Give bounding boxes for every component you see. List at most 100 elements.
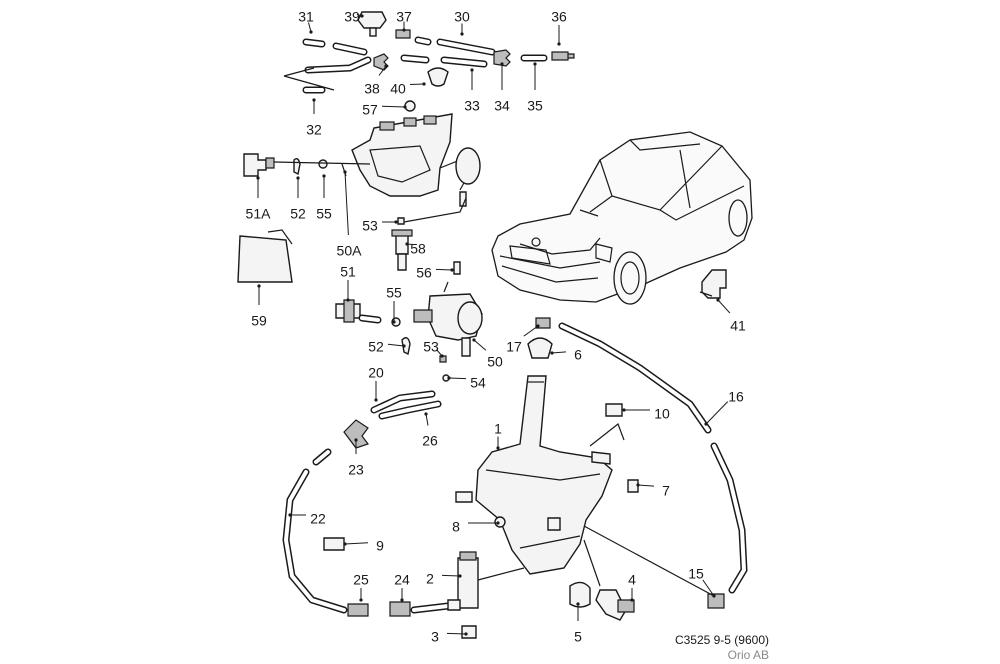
callout-51A: 51A <box>246 176 272 222</box>
callout-leader <box>409 83 425 85</box>
callout-number: 23 <box>348 462 364 478</box>
headlamp-bracket <box>351 113 481 223</box>
callout-number: 50A <box>337 243 363 259</box>
callout-15: 15 <box>688 566 716 598</box>
callout-arrow-point <box>464 632 468 636</box>
callout-number: 7 <box>662 483 670 499</box>
callout-number: 35 <box>527 98 543 114</box>
washer-reservoir <box>455 375 625 575</box>
callout-arrow-point <box>716 298 720 302</box>
callout-leader <box>523 325 539 337</box>
callout-number: 26 <box>422 433 438 449</box>
callout-number: 20 <box>368 365 384 381</box>
callout-number: 52 <box>368 339 384 355</box>
callout-36: 36 <box>551 9 567 46</box>
callout-leader <box>702 579 715 597</box>
callout-number: 10 <box>654 406 670 422</box>
callout-number: 51A <box>246 206 272 222</box>
callout-arrow-point <box>536 324 540 328</box>
callout-55a: 55 <box>316 174 332 222</box>
callout-number: 55 <box>386 285 402 301</box>
callout-30: 30 <box>454 9 470 36</box>
callout-8: 8 <box>452 519 500 535</box>
nut-10 <box>605 403 623 417</box>
callout-arrow-point <box>636 483 640 487</box>
callout-arrow-point <box>500 62 504 66</box>
callout-32: 32 <box>306 98 322 138</box>
callout-55b: 55 <box>386 285 402 324</box>
callout-arrow-point <box>496 521 500 525</box>
callout-arrow-point <box>400 598 404 602</box>
callout-arrow-point <box>450 268 454 272</box>
callout-number: 4 <box>628 572 636 588</box>
callout-53a: 53 <box>362 218 398 234</box>
callout-arrow-point <box>422 82 426 86</box>
callout-57: 57 <box>362 102 407 118</box>
callout-arrow-point <box>257 284 261 288</box>
callout-leader <box>448 377 467 380</box>
callout-26: 26 <box>422 412 438 449</box>
hose-16 <box>710 442 748 594</box>
callout-arrow-point <box>447 376 451 380</box>
callout-arrow-point <box>622 408 626 412</box>
callout-1: 1 <box>494 421 502 450</box>
parts-5-4-15 <box>569 525 725 621</box>
connector-25 <box>347 603 369 617</box>
callout-number: 2 <box>426 571 434 587</box>
callout-arrow-point <box>458 574 462 578</box>
callout-number: 58 <box>410 241 426 257</box>
callout-number: 3 <box>431 629 439 645</box>
callout-number: 16 <box>728 389 744 405</box>
callout-leader <box>344 171 349 236</box>
car-illustration <box>491 131 753 305</box>
callout-leader <box>378 65 387 76</box>
callout-54: 54 <box>447 375 486 391</box>
callout-leader <box>717 299 731 314</box>
callout-arrow-point <box>354 438 358 442</box>
bracket-41 <box>699 269 727 299</box>
callout-number: 37 <box>396 9 412 25</box>
callout-arrow-point <box>392 320 396 324</box>
callout-number: 56 <box>416 265 432 281</box>
callout-5: 5 <box>574 602 582 645</box>
callout-51: 51 <box>340 264 356 302</box>
callout-2: 2 <box>426 571 462 587</box>
callout-3: 3 <box>431 629 468 645</box>
callout-6: 6 <box>550 347 582 363</box>
callout-leader <box>637 484 655 487</box>
callout-number: 33 <box>464 98 480 114</box>
callout-arrow-point <box>440 354 444 358</box>
callout-37: 37 <box>396 9 412 32</box>
callout-arrow-point <box>384 64 388 68</box>
callout-24: 24 <box>394 572 410 602</box>
callout-33: 33 <box>464 68 480 114</box>
callout-arrow-point <box>472 338 476 342</box>
callout-number: 34 <box>494 98 510 114</box>
callout-7: 7 <box>636 483 670 499</box>
callout-arrow-point <box>394 220 398 224</box>
callout-23: 23 <box>348 438 364 478</box>
callout-38: 38 <box>364 64 388 97</box>
callout-leader <box>344 542 369 545</box>
callout-number: 6 <box>574 347 582 363</box>
bolt-7 <box>627 479 639 493</box>
figure-code: C3525 9-5 (9600) <box>675 633 769 647</box>
connector-24 <box>389 601 411 617</box>
callout-number: 38 <box>364 81 380 97</box>
callout-number: 1 <box>494 421 502 437</box>
callout-58: 58 <box>405 241 426 257</box>
callout-arrow-point <box>343 170 347 174</box>
callout-leader <box>551 351 567 354</box>
callout-arrow-point <box>533 62 537 66</box>
nozzle-58 <box>391 217 461 275</box>
callout-leader <box>435 268 453 271</box>
callout-arrow-point <box>288 513 292 517</box>
callout-arrow-point <box>630 598 634 602</box>
callout-number: 51 <box>340 264 356 280</box>
callout-number: 55 <box>316 206 332 222</box>
callout-number: 54 <box>470 375 486 391</box>
callout-leader <box>705 401 729 425</box>
callout-25: 25 <box>353 572 369 602</box>
callout-number: 36 <box>551 9 567 25</box>
callout-number: 24 <box>394 572 410 588</box>
